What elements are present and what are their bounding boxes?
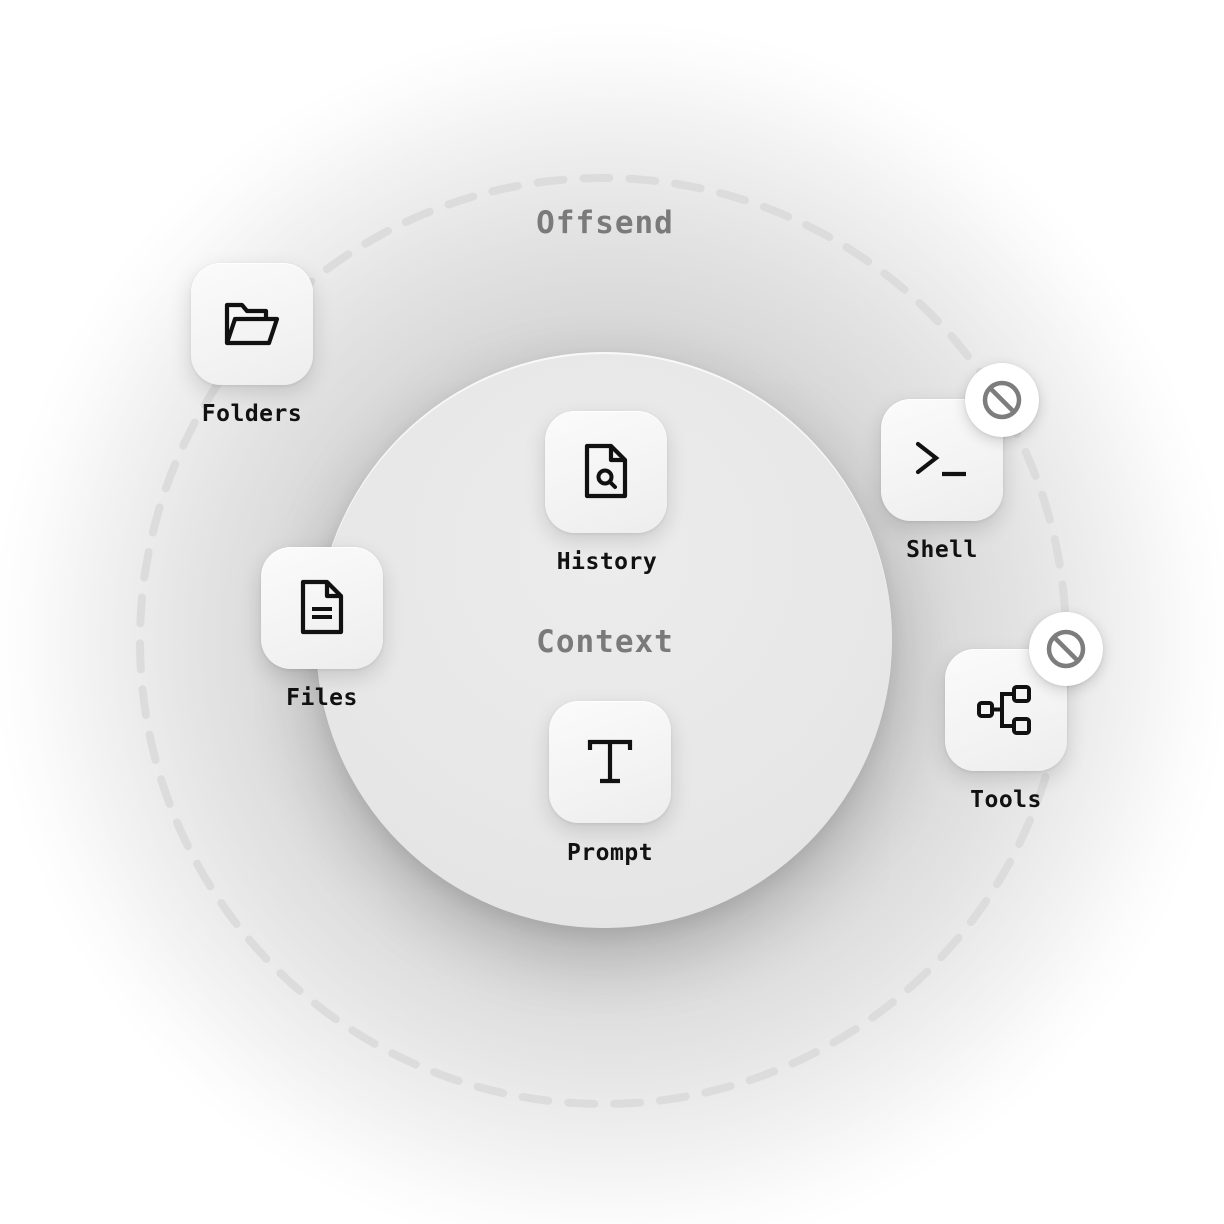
node-shell-label: Shell	[906, 537, 978, 563]
file-search-icon	[584, 443, 628, 499]
node-folders[interactable]	[191, 263, 313, 385]
hierarchy-icon	[977, 685, 1031, 735]
node-files[interactable]	[261, 547, 383, 669]
node-folders-label: Folders	[201, 401, 303, 427]
folder-open-icon	[224, 302, 280, 346]
block-icon	[1046, 629, 1086, 669]
terminal-icon	[915, 441, 966, 477]
node-tools-label: Tools	[970, 787, 1042, 813]
node-files-label: Files	[286, 685, 358, 711]
text-cursor-icon	[587, 739, 633, 784]
node-prompt[interactable]	[549, 701, 671, 823]
node-history[interactable]	[545, 411, 667, 533]
outer-region-label: Offsend	[536, 205, 674, 241]
inner-region-label: Context	[536, 624, 674, 660]
tools-blocked-badge[interactable]	[1029, 612, 1103, 686]
shell-blocked-badge[interactable]	[965, 363, 1039, 437]
file-text-icon	[300, 579, 344, 635]
node-history-label: History	[556, 549, 658, 575]
block-icon	[982, 380, 1022, 420]
node-prompt-label: Prompt	[566, 840, 654, 866]
